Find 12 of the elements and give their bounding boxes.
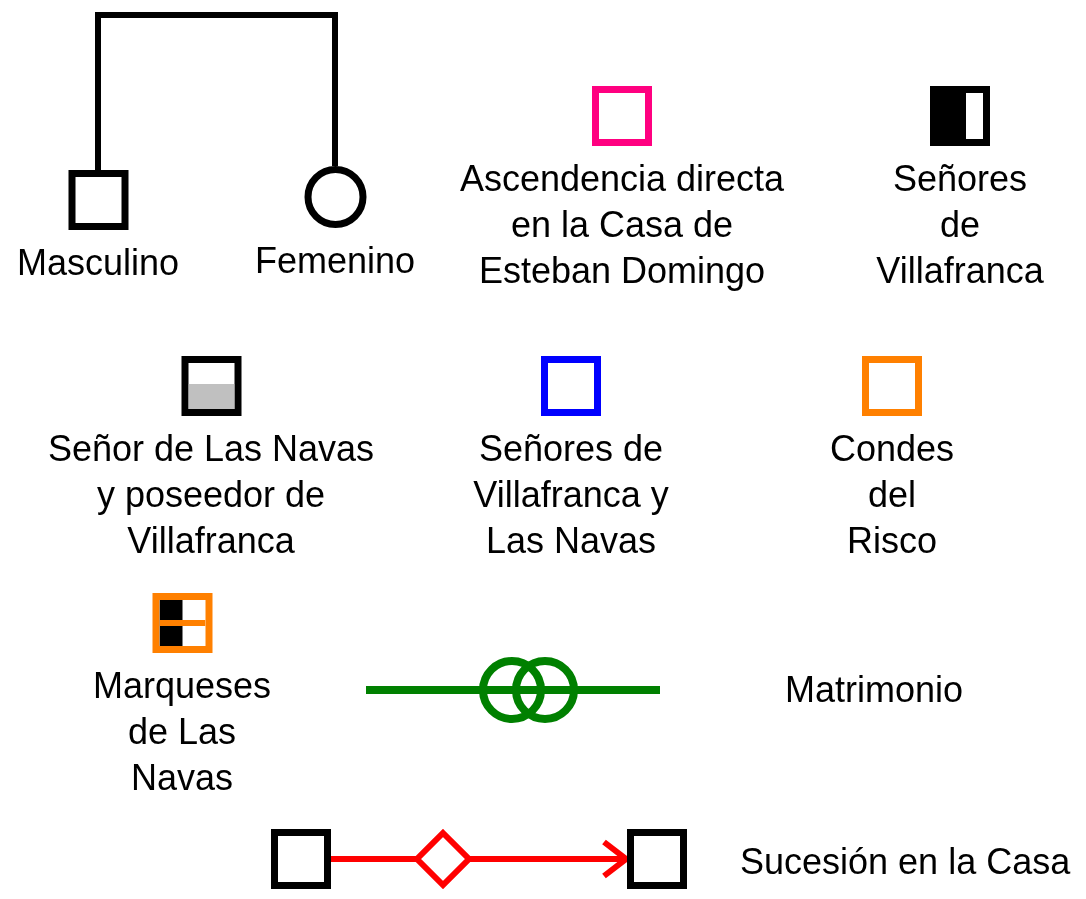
connector-line — [95, 12, 338, 170]
label: Sucesión en la Casa — [740, 840, 1071, 884]
succession-arrow — [331, 829, 627, 889]
node-label: Femenino — [254, 239, 416, 283]
node-label: Marqueses de Las Navas — [91, 664, 273, 800]
label: Matrimonio — [785, 668, 964, 712]
node-label: Condes del Risco — [828, 427, 956, 563]
node-label: Señores de Villafranca y Las Navas — [472, 427, 670, 563]
node-label: Masculino — [16, 241, 180, 285]
node-label: Ascendencia directa en la Casa de Esteban Domingo — [458, 157, 786, 293]
node-label: Señor de Las Navas y poseedor de Villafranca — [46, 427, 376, 563]
node-label: Señores de Villafranca — [875, 157, 1045, 293]
